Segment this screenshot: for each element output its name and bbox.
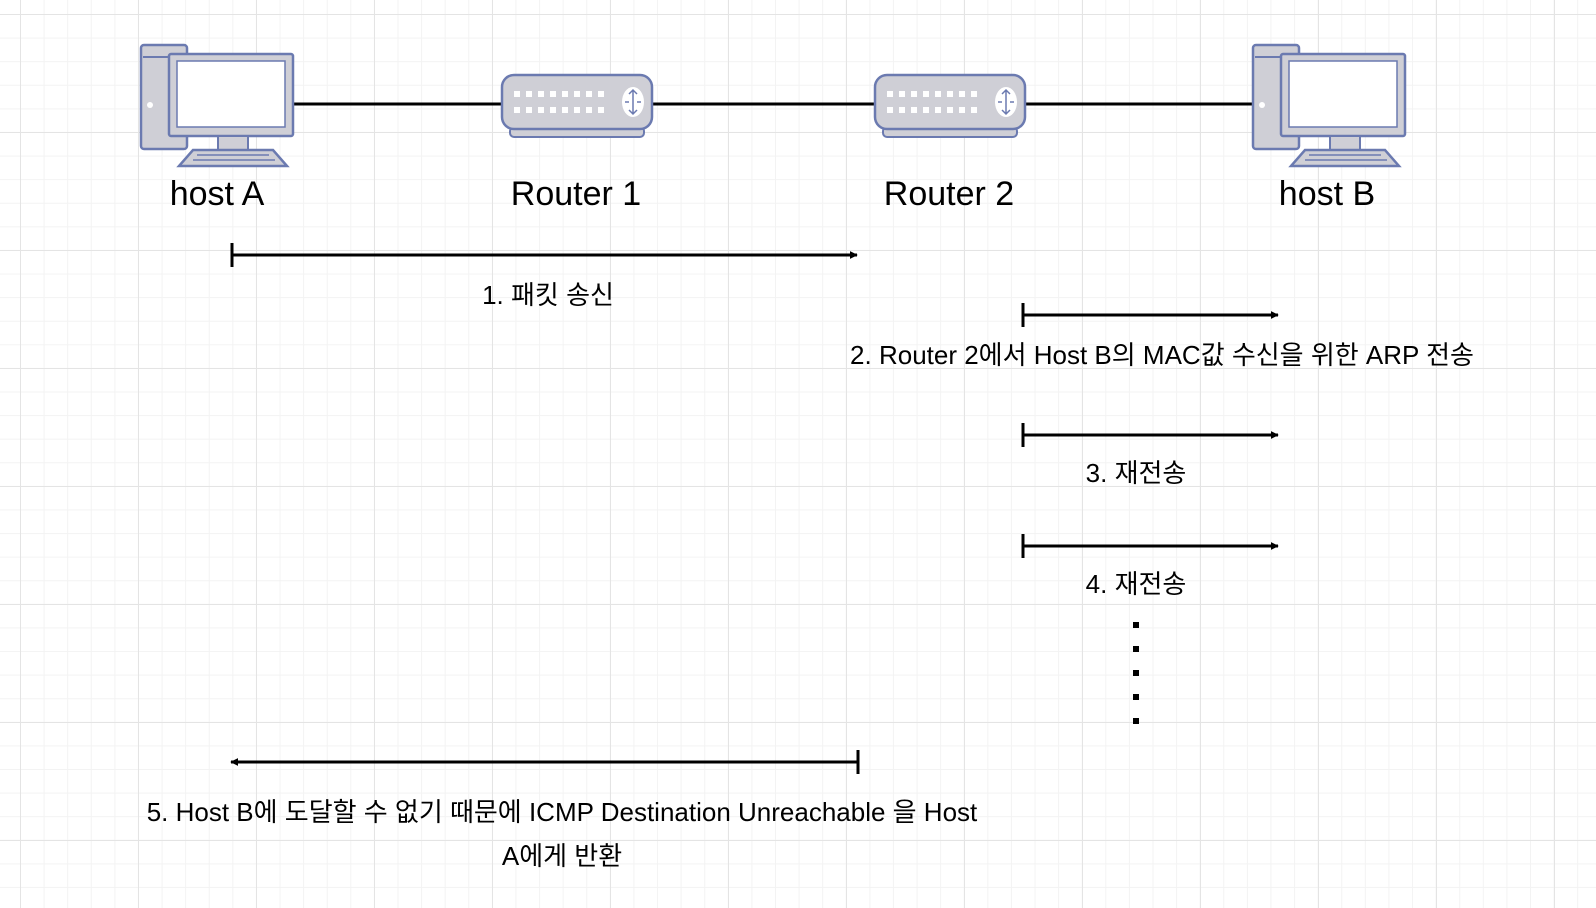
router-2-label: Router 2 xyxy=(883,175,1015,213)
host-b-label: host B xyxy=(1278,175,1376,213)
continuation-dots xyxy=(1133,622,1141,742)
step-1-label: 1. 패킷 송신 xyxy=(482,280,614,310)
step-4-arrow[interactable] xyxy=(1021,534,1279,558)
router-1-icon[interactable] xyxy=(500,73,654,138)
step-5-arrow[interactable] xyxy=(230,750,860,774)
router-2-icon[interactable] xyxy=(873,73,1027,138)
host-b-computer-icon[interactable] xyxy=(1251,43,1407,168)
step-5-label: 5. Host B에 도달할 수 없기 때문에 ICMP Destination… xyxy=(146,797,978,871)
host-a-label: host A xyxy=(169,175,265,213)
step-2-arrow[interactable] xyxy=(1021,303,1279,327)
router-1-label: Router 1 xyxy=(510,175,642,213)
step-3-label: 3. 재전송 xyxy=(1085,458,1187,488)
host-a-computer-icon[interactable] xyxy=(139,43,295,168)
step-3-arrow[interactable] xyxy=(1021,423,1279,447)
step-4-label: 4. 재전송 xyxy=(1085,569,1187,599)
step-1-arrow[interactable] xyxy=(230,243,858,267)
step-2-label: 2. Router 2에서 Host B의 MAC값 수신을 위한 ARP 전송 xyxy=(850,340,1474,370)
